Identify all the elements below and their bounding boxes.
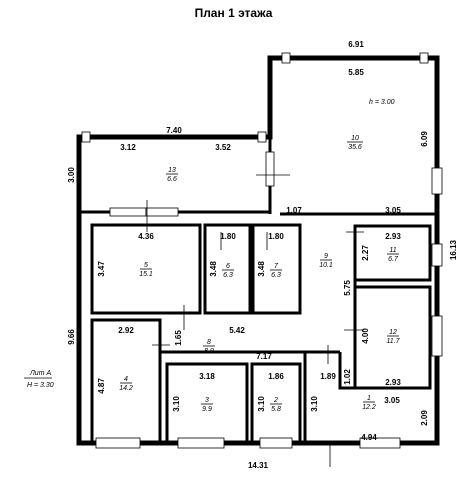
dim-label: 6.09 <box>420 131 429 147</box>
dim-label: 3.52 <box>215 143 231 152</box>
ceiling-height: h = 3.00 <box>369 99 395 106</box>
room-number-12: 12 <box>389 329 397 336</box>
dim-label: 3.05 <box>385 206 401 215</box>
dim-label: 4.94 <box>361 433 377 442</box>
dim-label: 3.10 <box>310 396 319 412</box>
room-number-6: 6 <box>226 263 230 270</box>
room-number-7: 7 <box>274 263 279 270</box>
room-number-3: 3 <box>205 397 209 404</box>
windows <box>81 52 443 449</box>
dim-label: 9.66 <box>67 329 76 345</box>
dim-label: 3.48 <box>257 261 266 277</box>
dim-label: 3.10 <box>172 396 181 412</box>
dim-label: 1.07 <box>286 206 302 215</box>
room-area-8: 8.9 <box>204 348 214 355</box>
dim-label: 2.09 <box>420 410 429 426</box>
room-area-12: 11.7 <box>386 338 400 345</box>
dim-label: 2.27 <box>361 245 370 261</box>
dim-label: 3.48 <box>209 261 218 277</box>
dim-label: 7.40 <box>166 126 182 135</box>
dim-label: 5.42 <box>229 326 245 335</box>
dim-label: 2.93 <box>385 378 401 387</box>
lit-height: H = 3.30 <box>27 382 54 389</box>
room-area-3: 9.9 <box>202 406 212 413</box>
room-area-10: 35.6 <box>348 144 362 151</box>
lit-label: Лит А <box>29 370 51 377</box>
dim-label: 6.91 <box>348 40 364 49</box>
dim-label: 1.65 <box>174 330 183 346</box>
dim-label: 3.18 <box>199 372 215 381</box>
dim-label: 1.80 <box>268 232 284 241</box>
room-area-9: 10.1 <box>319 262 333 269</box>
room-number-10: 10 <box>351 135 359 142</box>
dim-label: 5.85 <box>348 68 364 77</box>
dim-label: 5.75 <box>343 280 352 296</box>
dim-label: 3.00 <box>67 167 76 183</box>
room-number-11: 11 <box>389 247 396 254</box>
room-number-2: 2 <box>273 397 278 404</box>
room-area-13: 6.6 <box>167 176 177 183</box>
dim-label: 3.10 <box>257 396 266 412</box>
room-number-5: 5 <box>144 262 148 269</box>
room-number-8: 8 <box>207 339 211 346</box>
dim-label: 1.86 <box>268 372 284 381</box>
dim-label: 7.17 <box>256 352 272 361</box>
room-area-4: 14.2 <box>119 385 133 392</box>
dim-label: 16.13 <box>449 239 458 260</box>
door-marks <box>146 174 364 467</box>
dim-label: 4.00 <box>361 328 370 344</box>
dim-label: 1.89 <box>320 372 336 381</box>
dim-label: 1.80 <box>220 232 236 241</box>
room-number-4: 4 <box>124 376 128 383</box>
room-area-7: 6.3 <box>271 272 281 279</box>
room-area-1: 12.2 <box>362 404 376 411</box>
dim-label: 2.93 <box>385 232 401 241</box>
room-area-5: 15.1 <box>139 271 153 278</box>
room-number-1: 1 <box>367 395 371 402</box>
dim-label: 3.47 <box>97 261 106 277</box>
dim-label: 14.31 <box>248 461 269 470</box>
room-area-11: 6.7 <box>388 256 399 263</box>
room-area-6: 6.3 <box>223 272 233 279</box>
room-area-2: 5.8 <box>271 406 281 413</box>
dim-label: 1.02 <box>343 369 352 385</box>
dim-label: 2.92 <box>118 326 134 335</box>
dim-label: 4.87 <box>97 378 106 394</box>
dim-label: 4.36 <box>138 232 154 241</box>
dim-label: 3.12 <box>120 143 136 152</box>
plan-title: План 1 этажа <box>194 6 273 20</box>
room-number-13: 13 <box>168 167 176 174</box>
room-number-9: 9 <box>324 253 328 260</box>
dim-label: 3.05 <box>384 396 400 405</box>
